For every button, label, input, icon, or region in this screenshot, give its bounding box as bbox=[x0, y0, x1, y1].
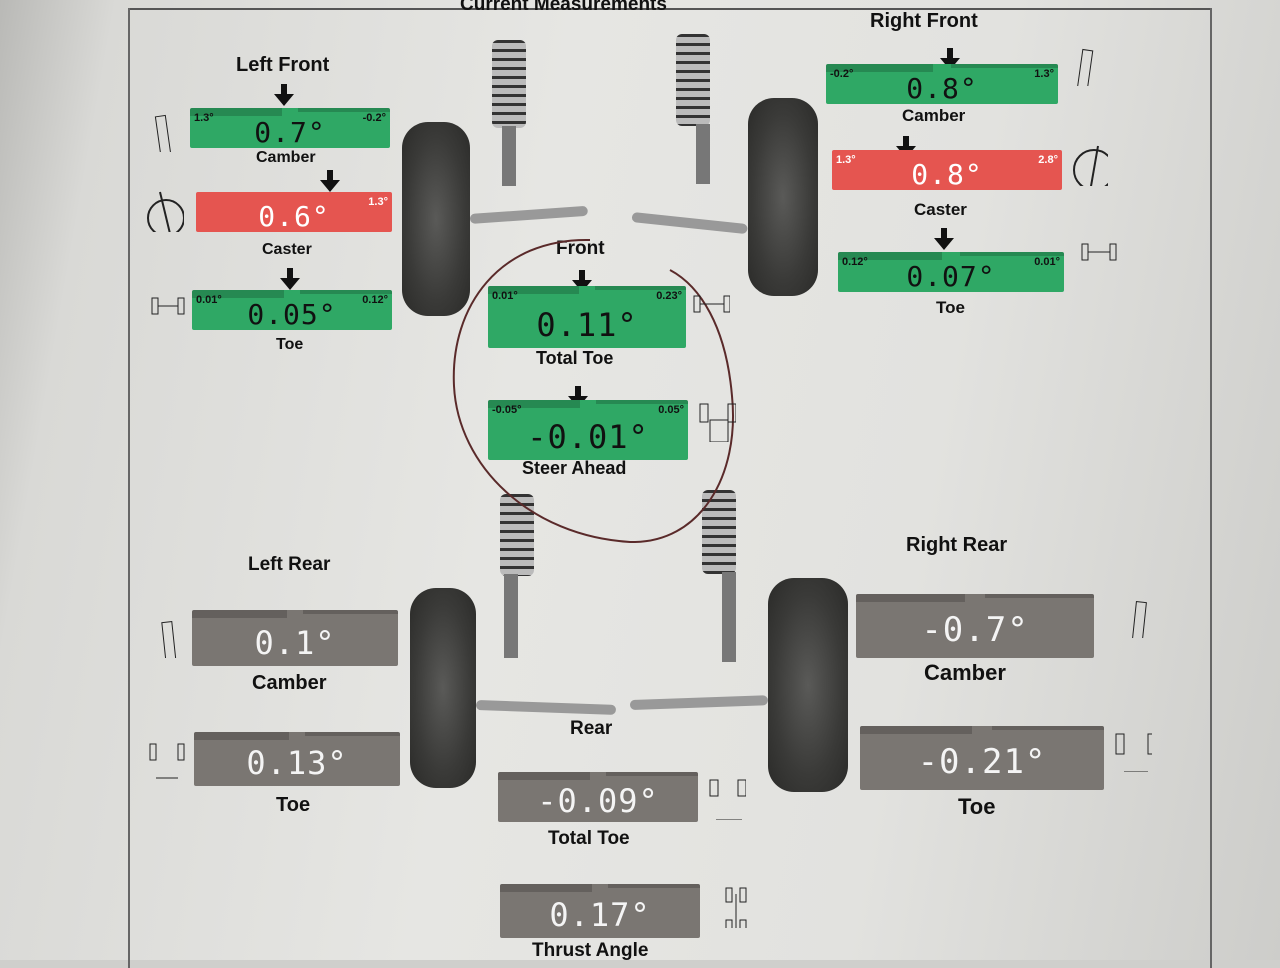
left-front-camber-max: -0.2° bbox=[362, 112, 386, 124]
right-front-toe-max: 0.01° bbox=[1034, 256, 1060, 268]
rear-toe-wheels-icon bbox=[149, 743, 185, 779]
rear-total-toe-value: -0.09° bbox=[537, 782, 659, 820]
right-front-caster-gauge: 1.3° 2.8° 0.8° bbox=[832, 150, 1062, 190]
left-front-caster-gauge: 1.3° 0.6° bbox=[196, 192, 392, 232]
caster-wheel-icon bbox=[147, 191, 184, 232]
rear-total-toe-gauge: -0.09° bbox=[498, 772, 698, 822]
right-front-caster-value: 0.8° bbox=[911, 158, 983, 190]
left-front-camber-gauge: 1.3° -0.2° 0.7° bbox=[190, 108, 390, 148]
right-rear-camber-label: Camber bbox=[924, 660, 1006, 685]
steer-ahead-label: Steer Ahead bbox=[522, 458, 627, 478]
right-front-camber-min: -0.2° bbox=[830, 68, 854, 80]
top-border bbox=[130, 8, 1210, 10]
rear-right-wheel bbox=[768, 578, 848, 792]
right-front-toe-arrow bbox=[934, 228, 954, 250]
left-front-camber-min: 1.3° bbox=[194, 112, 214, 124]
left-front-toe-max: 0.12° bbox=[362, 294, 388, 306]
left-front-caster-value: 0.6° bbox=[258, 200, 330, 232]
steer-ahead-gauge: -0.05° 0.05° -0.01° bbox=[488, 400, 688, 460]
front-total-toe-value: 0.11° bbox=[536, 306, 638, 344]
steer-ahead-value: -0.01° bbox=[527, 418, 649, 456]
right-front-toe-min: 0.12° bbox=[842, 256, 868, 268]
steer-ahead-min: -0.05° bbox=[492, 404, 522, 416]
right-front-caster-min: 1.3° bbox=[836, 154, 856, 166]
right-toe-wheels-icon bbox=[1081, 243, 1117, 261]
left-rear-camber-value: 0.1° bbox=[254, 624, 336, 662]
right-rear-camber-gauge: -0.7° bbox=[856, 594, 1094, 658]
front-label: Front bbox=[556, 238, 605, 259]
front-left-wheel bbox=[402, 122, 470, 316]
front-total-toe-max: 0.23° bbox=[656, 290, 682, 302]
rear-left-spring bbox=[500, 494, 534, 576]
left-rear-toe-value: 0.13° bbox=[246, 744, 348, 782]
rear-left-strut bbox=[504, 574, 518, 658]
left-front-camber-label: Camber bbox=[256, 149, 316, 166]
right-front-camber-value: 0.8° bbox=[906, 72, 978, 104]
left-front-toe-label: Toe bbox=[276, 336, 304, 353]
right-rear-toe-wheels-icon bbox=[1115, 733, 1152, 772]
left-rear-camber-label: Camber bbox=[252, 672, 327, 694]
rear-camber-wheel-icon bbox=[161, 621, 177, 658]
rear-label: Rear bbox=[570, 718, 613, 739]
rear-left-wheel bbox=[410, 588, 476, 788]
right-rear-toe-label: Toe bbox=[958, 794, 996, 819]
right-rear-heading: Right Rear bbox=[906, 534, 1008, 556]
right-rear-camber-value: -0.7° bbox=[921, 610, 1029, 650]
rear-total-toe-icon bbox=[709, 779, 746, 820]
right-camber-wheel-icon bbox=[1076, 48, 1094, 86]
front-right-wheel bbox=[748, 98, 818, 296]
toe-wheels-icon bbox=[151, 297, 185, 315]
left-rear-camber-gauge: 0.1° bbox=[192, 610, 398, 666]
thrust-angle-gauge: 0.17° bbox=[500, 884, 700, 938]
page-frame bbox=[128, 8, 1212, 968]
left-front-caster-label: Caster bbox=[262, 241, 312, 258]
left-front-heading: Left Front bbox=[236, 54, 330, 76]
front-left-strut bbox=[502, 126, 516, 186]
right-rear-toe-value: -0.21° bbox=[917, 742, 1047, 782]
right-rear-camber-wheel-icon bbox=[1131, 601, 1147, 638]
front-total-toe-gauge: 0.01° 0.23° 0.11° bbox=[488, 286, 686, 348]
front-total-toe-label: Total Toe bbox=[536, 348, 614, 368]
left-front-camber-arrow bbox=[274, 84, 294, 106]
right-front-camber-label: Camber bbox=[902, 106, 966, 125]
left-front-toe-min: 0.01° bbox=[196, 294, 222, 306]
right-front-camber-max: 1.3° bbox=[1034, 68, 1054, 80]
left-rear-toe-label: Toe bbox=[276, 794, 311, 816]
left-front-toe-value: 0.05° bbox=[247, 298, 337, 330]
left-front-caster-arrow bbox=[320, 170, 340, 192]
front-right-strut bbox=[696, 124, 710, 184]
steering-wheels-icon bbox=[699, 403, 736, 442]
steer-ahead-max: 0.05° bbox=[658, 404, 684, 416]
page-title: Current Measurements bbox=[460, 0, 667, 15]
right-front-heading: Right Front bbox=[870, 10, 978, 32]
right-front-caster-max: 2.8° bbox=[1038, 154, 1058, 166]
thrust-angle-value: 0.17° bbox=[549, 896, 651, 934]
right-front-caster-label: Caster bbox=[914, 200, 967, 219]
right-front-toe-gauge: 0.12° 0.01° 0.07° bbox=[838, 252, 1064, 292]
left-front-toe-arrow bbox=[280, 268, 300, 290]
total-toe-wheels-icon bbox=[693, 295, 730, 313]
thrust-angle-icon bbox=[725, 887, 747, 928]
hand-drawn-circle bbox=[452, 238, 734, 544]
thrust-angle-label: Thrust Angle bbox=[532, 940, 649, 961]
left-rear-toe-gauge: 0.13° bbox=[194, 732, 400, 786]
front-total-toe-min: 0.01° bbox=[492, 290, 518, 302]
right-front-toe-value: 0.07° bbox=[906, 260, 996, 292]
right-rear-toe-gauge: -0.21° bbox=[860, 726, 1104, 790]
left-rear-heading: Left Rear bbox=[248, 554, 331, 575]
rear-total-toe-label: Total Toe bbox=[548, 828, 630, 849]
camber-wheel-icon bbox=[154, 114, 172, 152]
right-front-toe-label: Toe bbox=[936, 298, 965, 317]
left-front-caster-max: 1.3° bbox=[368, 196, 388, 208]
left-front-camber-value: 0.7° bbox=[254, 116, 326, 148]
rear-right-strut bbox=[722, 572, 736, 662]
front-right-spring bbox=[676, 34, 710, 126]
left-front-toe-gauge: 0.01° 0.12° 0.05° bbox=[192, 290, 392, 330]
right-front-camber-gauge: -0.2° 1.3° 0.8° bbox=[826, 64, 1058, 104]
front-left-spring bbox=[492, 40, 526, 128]
right-caster-wheel-icon bbox=[1073, 145, 1108, 186]
